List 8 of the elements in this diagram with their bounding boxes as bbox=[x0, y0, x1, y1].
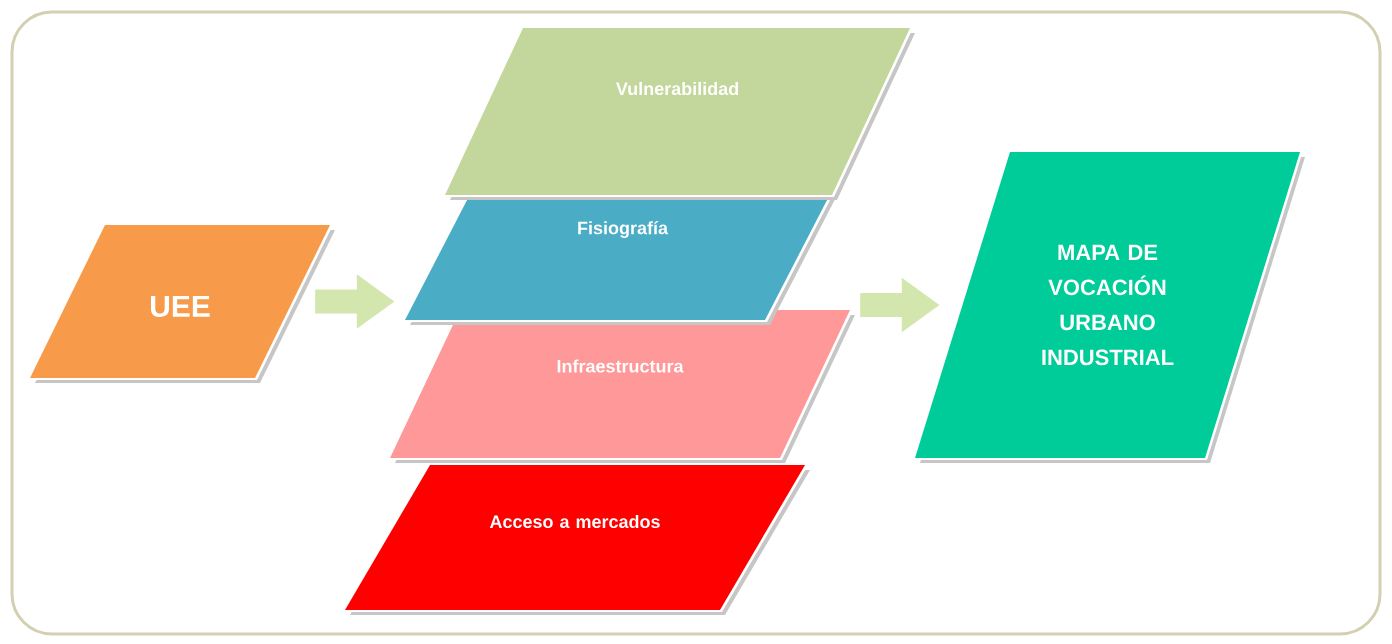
parallelogram-box: Acceso a mercados bbox=[345, 465, 810, 615]
parallelogram-box: Vulnerabilidad bbox=[445, 28, 915, 200]
node-label: Infraestructura bbox=[557, 359, 684, 373]
parallelogram-box: UEE bbox=[30, 225, 335, 383]
parallelogram-box: Infraestructura bbox=[390, 310, 855, 463]
node-label: MAPA DE VOCACIÓN URBANO INDUSTRIAL bbox=[1042, 244, 1174, 366]
parallelogram-box: MAPA DE VOCACIÓN URBANO INDUSTRIAL bbox=[915, 152, 1305, 463]
node-label: Vulnerabilidad bbox=[615, 81, 739, 96]
